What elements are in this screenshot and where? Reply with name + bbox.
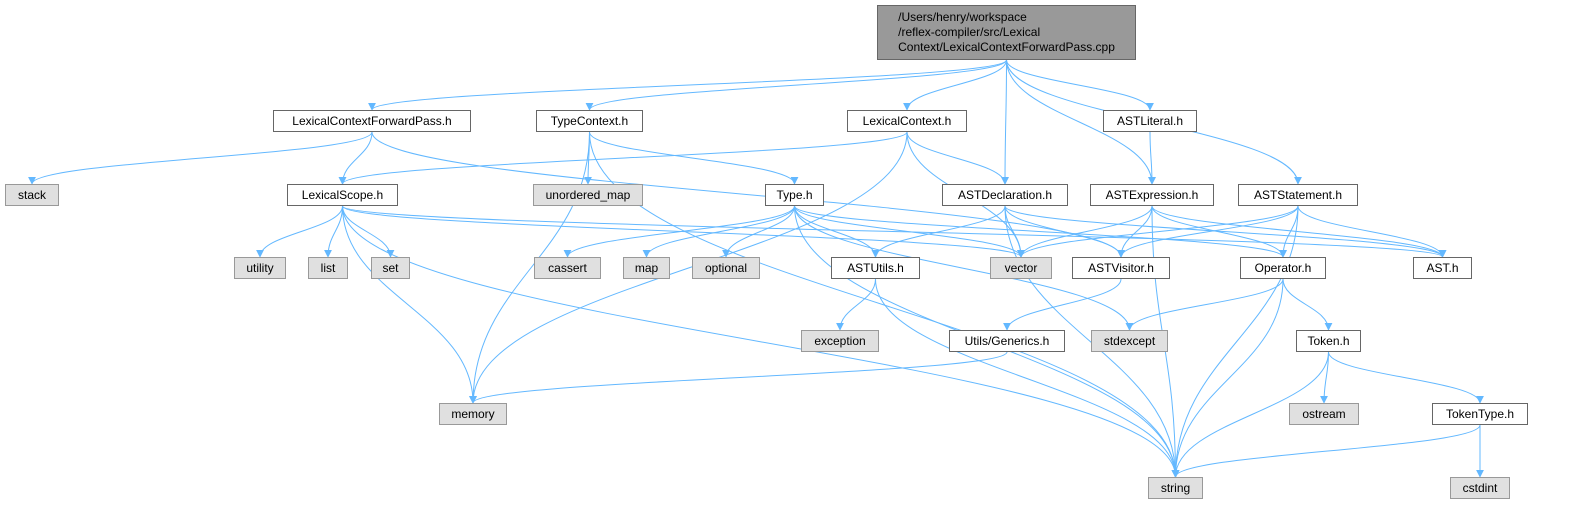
node-exception[interactable]: exception (801, 330, 879, 352)
edge-lexicalcontext-to-astdeclaration (906, 131, 1009, 185)
node-utils-generics-h[interactable]: Utils/Generics.h (949, 330, 1065, 352)
root-path-line-3: Context/LexicalContextForwardPass.cpp (898, 40, 1115, 54)
edge-token-to-string (1171, 351, 1329, 478)
node-list[interactable]: list (308, 257, 348, 279)
node-ast-statement-h[interactable]: ASTStatement.h (1238, 184, 1358, 206)
node-ast-visitor-h[interactable]: ASTVisitor.h (1072, 257, 1170, 279)
edge-root-to-astdeclaration (1001, 59, 1010, 185)
edge-typecontext-to-memory (469, 131, 590, 404)
edge-typecontext-to-type (589, 131, 799, 185)
edge-root-to-lcfp (368, 59, 1007, 111)
edge-typecontext-to-string (589, 131, 1180, 478)
node-stdexcept[interactable]: stdexcept (1091, 330, 1168, 352)
edge-operator-to-string (1171, 278, 1284, 478)
edge-lexicalscope-to-string (342, 205, 1180, 478)
node-ast-declaration-h[interactable]: ASTDeclaration.h (942, 184, 1068, 206)
edge-lcfp-to-stack (28, 131, 373, 185)
root-path-line-1: /Users/henry/workspace (898, 10, 1027, 24)
edge-type-to-vector (794, 205, 1025, 258)
edge-lexicalscope-to-utility (256, 205, 343, 258)
edge-astexpression-to-ast (1151, 205, 1447, 258)
edge-operator-to-token (1282, 278, 1333, 331)
node-stack[interactable]: stack (5, 184, 59, 206)
edge-aststatement-to-string (1171, 205, 1299, 478)
edge-type-to-astutils (794, 205, 880, 258)
edge-type-to-cassert (563, 205, 795, 258)
node-lexical-context-forward-pass-h[interactable]: LexicalContextForwardPass.h (273, 110, 471, 132)
edge-aststatement-to-astvisitor (1117, 205, 1299, 258)
node-utility[interactable]: utility (234, 257, 286, 279)
root-file-node[interactable]: /Users/henry/workspace /reflex-compiler/… (877, 5, 1136, 60)
edge-tokentype-to-string (1171, 424, 1481, 478)
edge-lexicalscope-to-set (342, 205, 395, 258)
edge-astdeclaration-to-ast (1004, 205, 1447, 258)
edge-astutils-to-exception (836, 278, 876, 331)
edge-root-to-lexicalcontext (903, 59, 1007, 111)
node-ostream[interactable]: ostream (1289, 403, 1359, 425)
edge-lexicalcontext-to-lexicalscope (338, 131, 908, 185)
node-ast-literal-h[interactable]: ASTLiteral.h (1103, 110, 1197, 132)
node-unordered-map[interactable]: unordered_map (533, 184, 643, 206)
node-memory[interactable]: memory (439, 403, 507, 425)
node-cassert[interactable]: cassert (534, 257, 601, 279)
edge-lexicalcontext-to-memory (469, 131, 908, 404)
edge-token-to-tokentype (1328, 351, 1484, 404)
node-cstdint[interactable]: cstdint (1450, 477, 1510, 499)
edge-root-to-astexpression (1006, 59, 1156, 185)
edge-type-to-operator (794, 205, 1287, 258)
edge-type-to-map (642, 205, 795, 258)
edge-astdeclaration-to-astvisitor (1004, 205, 1125, 258)
node-token-h[interactable]: Token.h (1296, 330, 1361, 352)
edge-lexicalscope-to-memory (342, 205, 477, 404)
edge-astdeclaration-to-astutils (871, 205, 1006, 258)
edge-aststatement-to-ast (1297, 205, 1447, 258)
edge-astdeclaration-to-string (1004, 205, 1180, 478)
node-lexical-scope-h[interactable]: LexicalScope.h (287, 184, 398, 206)
edge-lexicalscope-to-list (324, 205, 343, 258)
edge-astvisitor-to-generics (1003, 278, 1122, 331)
edge-astliteral-to-astexpression (1147, 131, 1156, 185)
node-string[interactable]: string (1148, 477, 1203, 499)
node-vector[interactable]: vector (990, 257, 1052, 279)
edge-astexpression-to-vector (1017, 205, 1153, 258)
node-type-context-h[interactable]: TypeContext.h (536, 110, 643, 132)
edge-lexicalscope-to-ast (342, 205, 1447, 258)
edge-astutils-to-string (875, 278, 1180, 478)
edge-operator-to-stdexcept (1125, 278, 1284, 331)
edge-astexpression-to-operator (1151, 205, 1287, 258)
edge-generics-to-memory (469, 351, 1008, 404)
node-map[interactable]: map (623, 257, 670, 279)
edge-root-to-astliteral (1006, 59, 1154, 111)
node-set[interactable]: set (371, 257, 410, 279)
node-operator-h[interactable]: Operator.h (1240, 257, 1326, 279)
edge-aststatement-to-vector (1017, 205, 1299, 258)
node-token-type-h[interactable]: TokenType.h (1432, 403, 1528, 425)
node-ast-h[interactable]: AST.h (1413, 257, 1472, 279)
node-type-h[interactable]: Type.h (765, 184, 824, 206)
node-ast-utils-h[interactable]: ASTUtils.h (831, 257, 920, 279)
root-path-line-2: /reflex-compiler/src/Lexical (898, 25, 1041, 39)
edge-token-to-ostream (1320, 351, 1329, 404)
node-optional[interactable]: optional (692, 257, 760, 279)
edge-type-to-stdexcept (794, 205, 1134, 331)
edge-type-to-optional (722, 205, 795, 258)
node-lexical-context-h[interactable]: LexicalContext.h (847, 110, 967, 132)
edge-root-to-typecontext (585, 59, 1007, 111)
node-ast-expression-h[interactable]: ASTExpression.h (1090, 184, 1214, 206)
